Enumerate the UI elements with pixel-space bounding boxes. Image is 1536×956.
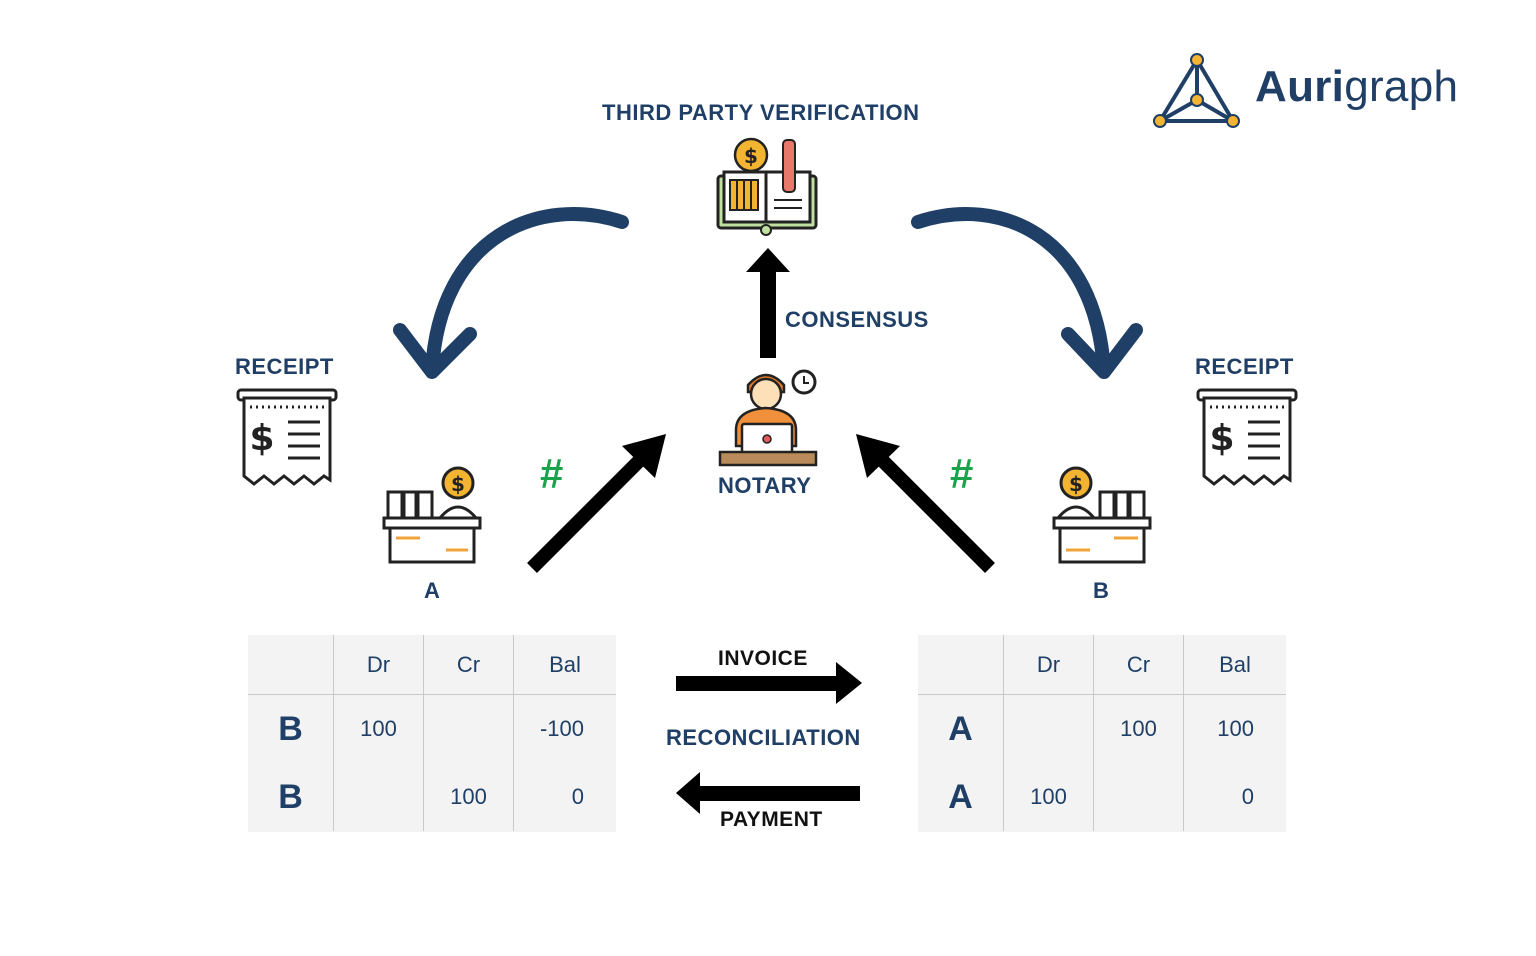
receipt-icon-right: $ — [1196, 388, 1298, 486]
svg-text:$: $ — [451, 472, 465, 496]
ledger-b-row1-dr — [1003, 695, 1093, 763]
ledger-b-header-dr: Dr — [1003, 635, 1093, 695]
ledger-b-row1-party: A — [948, 709, 973, 748]
ledger-a-row1-bal: -100 — [513, 695, 616, 763]
ledger-b-row2-party: A — [948, 777, 973, 816]
svg-text:$: $ — [249, 418, 274, 459]
ledger-a-row1-party: B — [278, 709, 303, 748]
ledger-b: Dr Cr Bal A 100 100 A 100 0 — [918, 635, 1286, 832]
hash-right: # — [950, 450, 974, 497]
brand-name-rest: graph — [1344, 62, 1459, 111]
ledger-b-header-cr: Cr — [1093, 635, 1183, 695]
ledger-a-row1-dr: 100 — [333, 695, 423, 763]
party-a-label: A — [424, 578, 441, 603]
payment-label: PAYMENT — [720, 808, 823, 831]
brand-name: Aurigraph — [1255, 62, 1458, 112]
notary-icon — [718, 369, 818, 467]
aurigraph-logo-icon — [1153, 53, 1240, 128]
invoice-arrow — [676, 662, 862, 704]
notary-label: NOTARY — [718, 473, 812, 498]
ledger-a-row2-dr — [333, 763, 423, 831]
receipt-label-left: RECEIPT — [235, 354, 334, 379]
ledger-b-header-blank — [918, 635, 1003, 695]
receipt-icon-left: $ — [236, 388, 338, 486]
ledger-a-header-bal: Bal — [513, 635, 616, 695]
party-b-desk-icon: $ — [1052, 466, 1152, 564]
svg-text:$: $ — [1069, 472, 1083, 496]
ledger-b-row2-dr: 100 — [1003, 763, 1093, 831]
hash-left: # — [540, 450, 564, 497]
consensus-arrow — [746, 248, 790, 358]
ledger-a-row1-cr — [423, 695, 513, 763]
svg-text:$: $ — [744, 144, 758, 168]
third-party-verification-label: THIRD PARTY VERIFICATION — [602, 100, 920, 125]
ledger-b-row1-bal: 100 — [1183, 695, 1286, 763]
ledger-a-header-cr: Cr — [423, 635, 513, 695]
ledger-b-header-bal: Bal — [1183, 635, 1286, 695]
reconciliation-label: RECONCILIATION — [666, 725, 861, 750]
ledger-a-row2-bal: 0 — [513, 763, 616, 831]
svg-text:$: $ — [1209, 418, 1234, 459]
party-b-label: B — [1093, 578, 1110, 603]
invoice-label: INVOICE — [718, 647, 808, 670]
arrow-a-to-notary — [527, 434, 666, 573]
arrow-b-to-notary — [856, 434, 995, 573]
curved-arrow-left — [393, 207, 629, 379]
ledger-b-row2-bal: 0 — [1183, 763, 1286, 831]
ledger-book-icon: $ — [716, 137, 818, 236]
ledger-a-header-dr: Dr — [333, 635, 423, 695]
brand-name-bold: Auri — [1255, 62, 1345, 111]
curved-arrow-right — [911, 207, 1143, 379]
ledger-a: Dr Cr Bal B 100 -100 B 100 0 — [248, 635, 616, 832]
receipt-label-right: RECEIPT — [1195, 354, 1294, 379]
ledger-a-header-blank — [248, 635, 333, 695]
ledger-a-row2-party: B — [278, 777, 303, 816]
party-a-desk-icon: $ — [382, 466, 482, 564]
ledger-b-row1-cr: 100 — [1093, 695, 1183, 763]
ledger-b-row2-cr — [1093, 763, 1183, 831]
consensus-label: CONSENSUS — [785, 307, 929, 332]
ledger-a-row2-cr: 100 — [423, 763, 513, 831]
payment-arrow — [676, 772, 860, 814]
